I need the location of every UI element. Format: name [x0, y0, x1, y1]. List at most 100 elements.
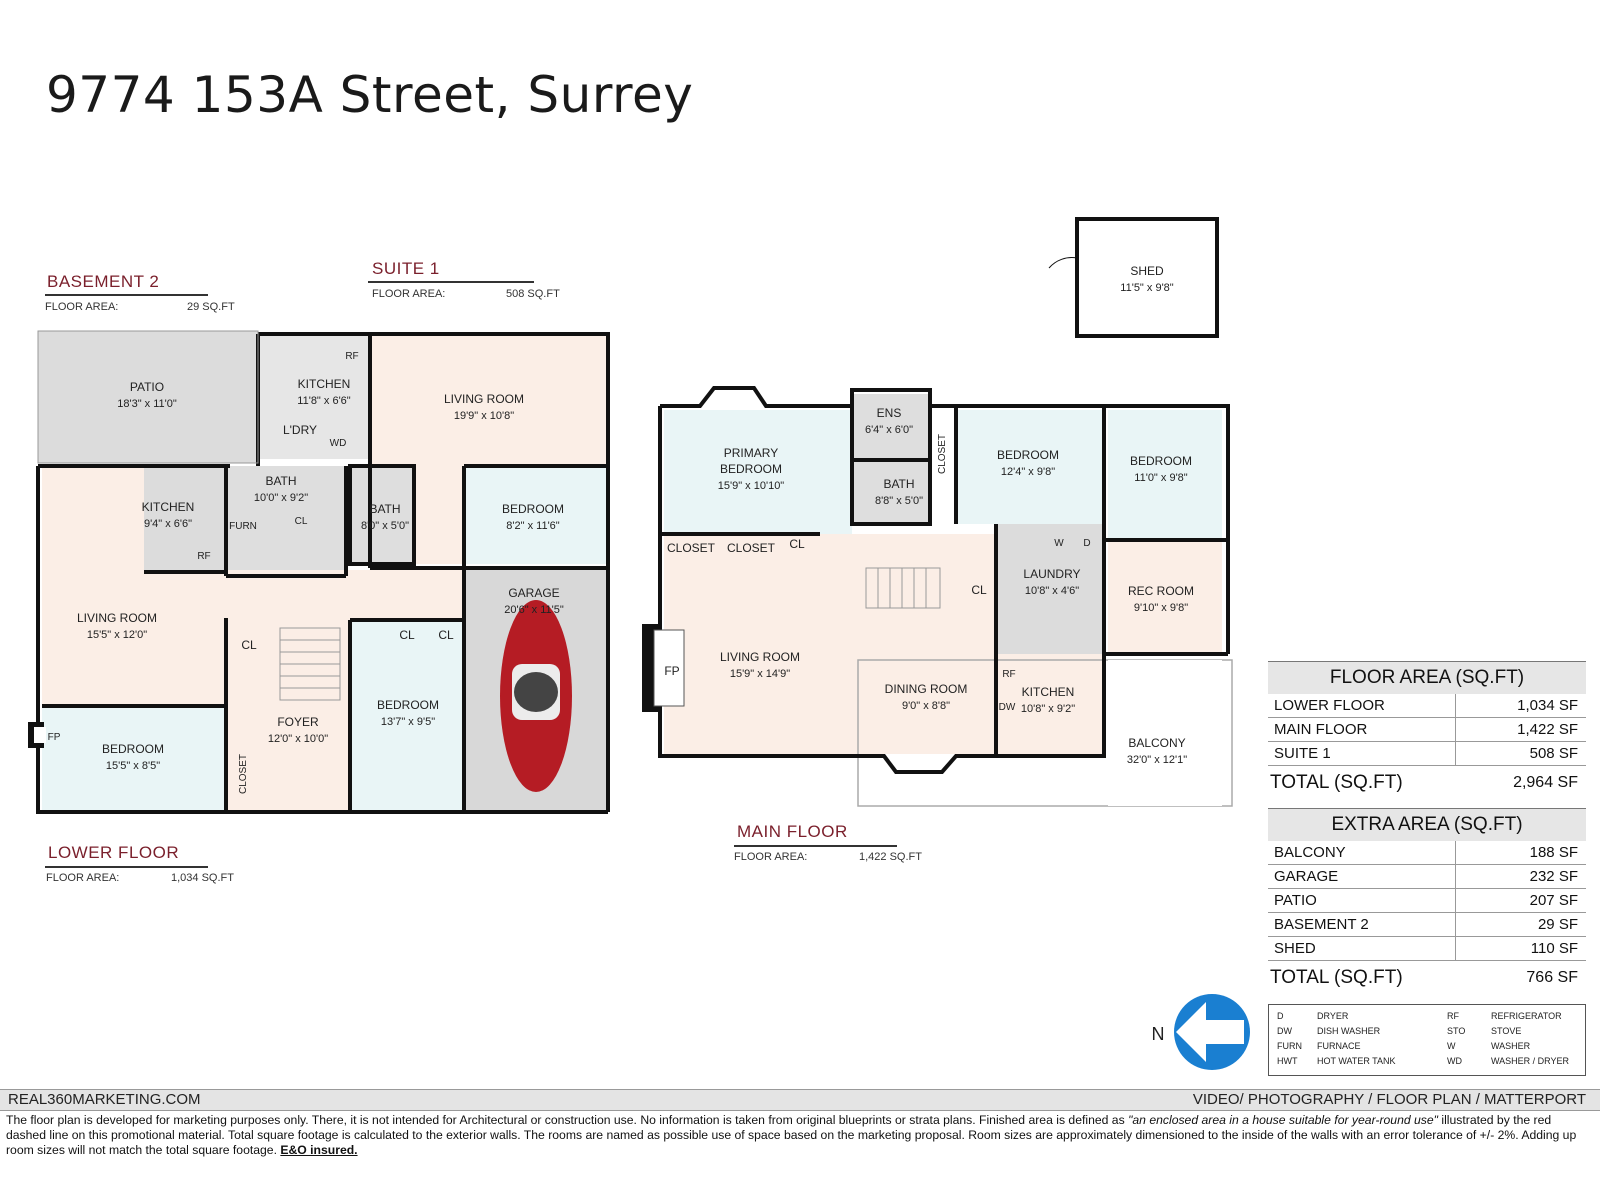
- legend-abbr: D: [1277, 1011, 1284, 1021]
- lower-kitchen-dim: 9'4" x 6'6": [144, 518, 192, 530]
- legend-meaning: WASHER: [1491, 1041, 1531, 1051]
- main-bedroom3-area: [1108, 410, 1222, 538]
- main-floor-underline: [734, 845, 897, 847]
- dryer-label: D: [1083, 538, 1090, 549]
- legend-abbr: FURN: [1277, 1041, 1302, 1051]
- primary-label: PRIMARY: [724, 446, 778, 460]
- lower-floor-underline: [45, 866, 208, 868]
- page-title: 9774 153A Street, Surrey: [46, 66, 694, 124]
- laundry-main-area: [996, 524, 1104, 654]
- lower-bedroom1-dim: 15'5" x 8'5": [106, 760, 160, 772]
- lower-bedroom1-label: BEDROOM: [102, 742, 164, 756]
- closet2-label: CLOSET: [727, 541, 776, 555]
- footer-website-link[interactable]: REAL360MARKETING.COM: [8, 1091, 201, 1108]
- suite1-underline: [368, 281, 534, 283]
- lower-floor-label: LOWER FLOOR: [48, 843, 180, 862]
- suite-kitchen-area: [260, 336, 368, 421]
- compass-n-label: N: [1152, 1024, 1165, 1044]
- cl-b-label: CL: [241, 638, 257, 652]
- furn-label: FURN: [229, 521, 257, 532]
- shed-dim: 11'5" x 9'8": [1120, 282, 1173, 294]
- suite-bedroom-dim: 8'2" x 11'6": [506, 520, 559, 532]
- legend-abbr: STO: [1447, 1026, 1466, 1036]
- main-bed2-label: BEDROOM: [997, 448, 1059, 462]
- legend-abbr: RF: [1447, 1011, 1459, 1021]
- suite-living-label: LIVING ROOM: [444, 392, 524, 406]
- foyer-dim: 12'0" x 10'0": [268, 733, 328, 745]
- lower-bedroom2-area: [350, 620, 464, 812]
- lower-bath2-dim: 8'0" x 5'0": [361, 520, 409, 532]
- laundry-label: LAUNDRY: [1023, 567, 1080, 581]
- basement2-label: BASEMENT 2: [47, 272, 160, 291]
- main-bed3-label: BEDROOM: [1130, 454, 1192, 468]
- legend-meaning: DISH WASHER: [1317, 1026, 1381, 1036]
- patio-area: [38, 331, 258, 463]
- lower-bedroom2-label: BEDROOM: [377, 698, 439, 712]
- patio-label: PATIO: [130, 380, 164, 394]
- car-icon: [500, 600, 572, 792]
- floor-plan-drawing: N PATIO 18'3" x 11'0" KITCHEN 11'8" x 6'…: [28, 217, 1250, 1070]
- main-floor-plan: [642, 386, 1233, 807]
- basement2-underline: [45, 294, 208, 296]
- legend-meaning: DRYER: [1317, 1011, 1349, 1021]
- disclaimer-text: The floor plan is developed for marketin…: [6, 1113, 1577, 1157]
- main-kitchen-dim: 10'8" x 9'2": [1021, 703, 1075, 715]
- lower-stairs: [279, 627, 341, 701]
- suite-kitchen-dim: 11'8" x 6'6": [297, 395, 350, 407]
- laundry-small-label: L'DRY: [283, 423, 317, 437]
- dw-label: DW: [999, 702, 1016, 713]
- main-bed3-dim: 11'0" x 9'8": [1134, 472, 1187, 484]
- closet-lower-label: CLOSET: [238, 754, 249, 794]
- main-bed2-dim: 12'4" x 9'8": [1001, 466, 1055, 478]
- suite-bedroom-area: [464, 466, 608, 564]
- cl-main2-label: CL: [971, 583, 987, 597]
- garage-label: GARAGE: [508, 586, 559, 600]
- lower-bedroom2-dim: 13'7" x 9'5": [381, 716, 435, 728]
- floor-area-total: TOTAL (SQ.FT)2,964 SF: [1270, 772, 1578, 793]
- rec-dim: 9'10" x 9'8": [1134, 602, 1188, 614]
- closet-v-label: CLOSET: [937, 434, 948, 474]
- legend-meaning: HOT WATER TANK: [1317, 1056, 1396, 1066]
- ens-label: ENS: [877, 406, 902, 420]
- shed-label: SHED: [1130, 264, 1164, 278]
- rec-label: REC ROOM: [1128, 584, 1194, 598]
- balcony-outline: [857, 659, 1233, 807]
- lower-bath2-area: [350, 466, 414, 564]
- basement2-area-label: FLOOR AREA:: [45, 301, 119, 313]
- suite-bedroom-label: BEDROOM: [502, 502, 564, 516]
- wd-small-label: WD: [330, 438, 347, 449]
- legend-abbr: WD: [1447, 1056, 1462, 1066]
- main-outer-wall-bottom: [658, 406, 1106, 774]
- main-floor-area-value: 1,422 SQ.FT: [859, 851, 922, 863]
- lower-kitchen-label: KITCHEN: [142, 500, 195, 514]
- lower-living-label: LIVING ROOM: [77, 611, 157, 625]
- foyer-label: FOYER: [277, 715, 319, 729]
- rf-suite-label: RF: [345, 351, 358, 362]
- lower-bath1-label: BATH: [265, 474, 296, 488]
- ens-dim: 6'4" x 6'0": [865, 424, 913, 436]
- legend-abbr: W: [1447, 1041, 1456, 1051]
- cl-a-label: CL: [295, 516, 308, 527]
- lower-bath1-dim: 10'0" x 9'2": [254, 492, 308, 504]
- dining-dim: 9'0" x 8'8": [902, 700, 950, 712]
- main-floor-area-label: FLOOR AREA:: [734, 851, 808, 863]
- lower-floor-plan: [28, 330, 610, 814]
- legend-meaning: WASHER / DRYER: [1491, 1056, 1570, 1066]
- basement2-area-value: 29 SQ.FT: [187, 301, 235, 313]
- patio-dim: 18'3" x 11'0": [117, 398, 177, 410]
- lower-bedroom1-area: [42, 706, 224, 812]
- shed-plan: [1048, 217, 1219, 338]
- main-living-dim: 15'9" x 14'9": [730, 668, 790, 680]
- dining-label: DINING ROOM: [885, 682, 968, 696]
- cl-d-label: CL: [438, 628, 454, 642]
- primary-dim: 15'9" x 10'10": [718, 480, 785, 492]
- fp-main-label: FP: [664, 664, 679, 678]
- suite1-area-value: 508 SQ.FT: [506, 288, 560, 300]
